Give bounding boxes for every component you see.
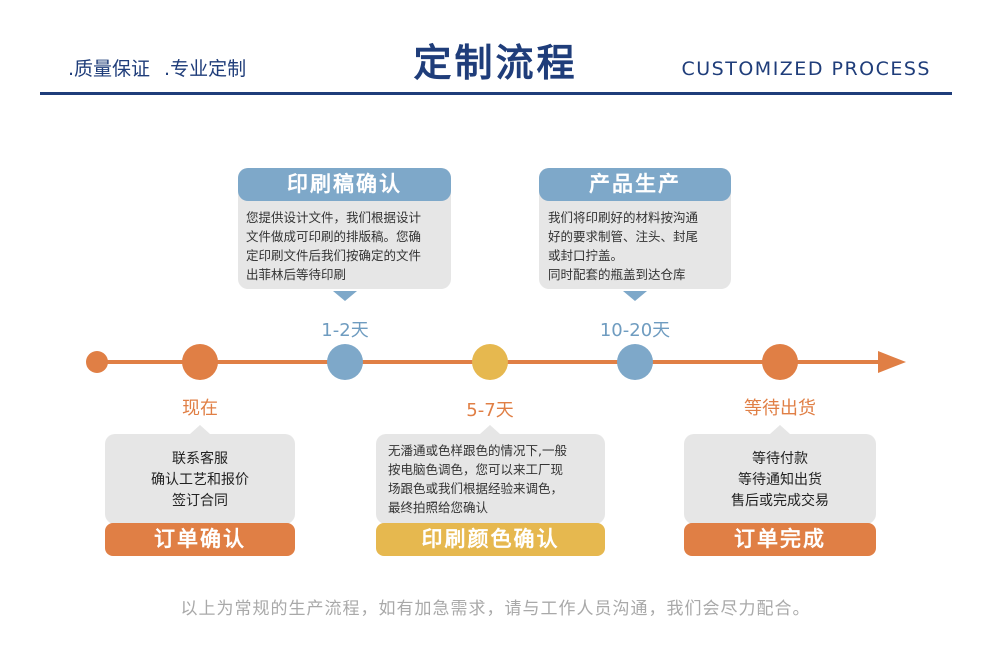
card-line: 按电脑色调色，您可以来工厂现 bbox=[388, 462, 564, 477]
card-line: 等待通知出货 bbox=[738, 472, 822, 488]
pointer-up-icon bbox=[480, 425, 500, 434]
pointer-down-icon bbox=[333, 291, 357, 301]
duration-label-proof: 1-2天 bbox=[321, 320, 369, 341]
card-line: 等待付款 bbox=[752, 451, 808, 467]
card-order-confirm-body: 联系客服 确认工艺和报价 签订合同 bbox=[105, 449, 295, 512]
timeline-node-proof bbox=[327, 344, 363, 380]
timeline-label-ship: 等待出货 bbox=[744, 398, 816, 419]
pointer-up-icon bbox=[770, 425, 790, 434]
timeline-arrow-icon bbox=[878, 351, 906, 373]
tagline-quality: .质量保证 bbox=[68, 58, 151, 80]
page-title-en: CUSTOMIZED PROCESS bbox=[681, 58, 931, 80]
timeline-node-production bbox=[617, 344, 653, 380]
card-line: 签订合同 bbox=[172, 493, 228, 509]
card-order-confirm-title: 订单确认 bbox=[105, 523, 295, 556]
timeline-node-ship bbox=[762, 344, 798, 380]
card-line: 联系客服 bbox=[172, 451, 228, 467]
timeline-label-now: 现在 bbox=[182, 398, 218, 419]
tagline-custom: .专业定制 bbox=[164, 58, 247, 80]
card-color-confirm: 无潘通或色样跟色的情况下,一般 按电脑色调色，您可以来工厂现 场跟色或我们根据经… bbox=[376, 434, 605, 524]
card-line: 定印刷文件后我们按确定的文件 bbox=[246, 248, 422, 263]
timeline-label-color-duration: 5-7天 bbox=[466, 400, 514, 421]
timeline-node-color bbox=[472, 344, 508, 380]
duration-label-production: 10-20天 bbox=[599, 320, 671, 341]
card-color-confirm-body: 无潘通或色样跟色的情况下,一般 按电脑色调色，您可以来工厂现 场跟色或我们根据经… bbox=[388, 441, 603, 517]
card-line: 我们将印刷好的材料按沟通 bbox=[548, 210, 699, 225]
card-production-title: 产品生产 bbox=[539, 168, 731, 201]
tagline: .质量保证 .专业定制 bbox=[68, 54, 246, 81]
pointer-down-icon bbox=[623, 291, 647, 301]
card-line: 确认工艺和报价 bbox=[151, 472, 249, 488]
card-order-complete-body: 等待付款 等待通知出货 售后或完成交易 bbox=[684, 449, 876, 512]
timeline-start-dot bbox=[86, 351, 108, 373]
card-line: 或封口拧盖。 bbox=[548, 248, 624, 263]
card-production-body: 我们将印刷好的材料按沟通 好的要求制管、注头、封尾 或封口拧盖。 同时配套的瓶盖… bbox=[548, 208, 728, 284]
card-proof-confirm: 印刷稿确认 您提供设计文件，我们根据设计 文件做成可印刷的排版稿。您确 定印刷文… bbox=[238, 168, 451, 289]
card-line: 同时配套的瓶盖到达仓库 bbox=[548, 267, 686, 282]
card-order-complete-title: 订单完成 bbox=[684, 523, 876, 556]
card-line: 好的要求制管、注头、封尾 bbox=[548, 229, 699, 244]
page-title: 定制流程 bbox=[413, 41, 578, 85]
card-production: 产品生产 我们将印刷好的材料按沟通 好的要求制管、注头、封尾 或封口拧盖。 同时… bbox=[539, 168, 731, 289]
card-order-complete: 等待付款 等待通知出货 售后或完成交易 bbox=[684, 434, 876, 524]
card-proof-confirm-title: 印刷稿确认 bbox=[238, 168, 451, 201]
footer-note: 以上为常规的生产流程，如有加急需求，请与工作人员沟通，我们会尽力配合。 bbox=[180, 599, 811, 619]
timeline-node-now bbox=[182, 344, 218, 380]
card-line: 出菲林后等待印刷 bbox=[246, 267, 347, 282]
pointer-up-icon bbox=[190, 425, 210, 434]
card-line: 无潘通或色样跟色的情况下,一般 bbox=[388, 443, 567, 458]
card-proof-confirm-body: 您提供设计文件，我们根据设计 文件做成可印刷的排版稿。您确 定印刷文件后我们按确… bbox=[246, 208, 446, 284]
card-line: 场跟色或我们根据经验来调色， bbox=[388, 481, 564, 496]
card-line: 文件做成可印刷的排版稿。您确 bbox=[246, 229, 422, 244]
card-line: 您提供设计文件，我们根据设计 bbox=[246, 210, 422, 225]
card-line: 售后或完成交易 bbox=[731, 493, 829, 509]
card-line: 最终拍照给您确认 bbox=[388, 500, 489, 515]
card-color-confirm-title: 印刷颜色确认 bbox=[376, 523, 605, 556]
header-divider bbox=[40, 92, 952, 95]
card-order-confirm: 联系客服 确认工艺和报价 签订合同 bbox=[105, 434, 295, 524]
